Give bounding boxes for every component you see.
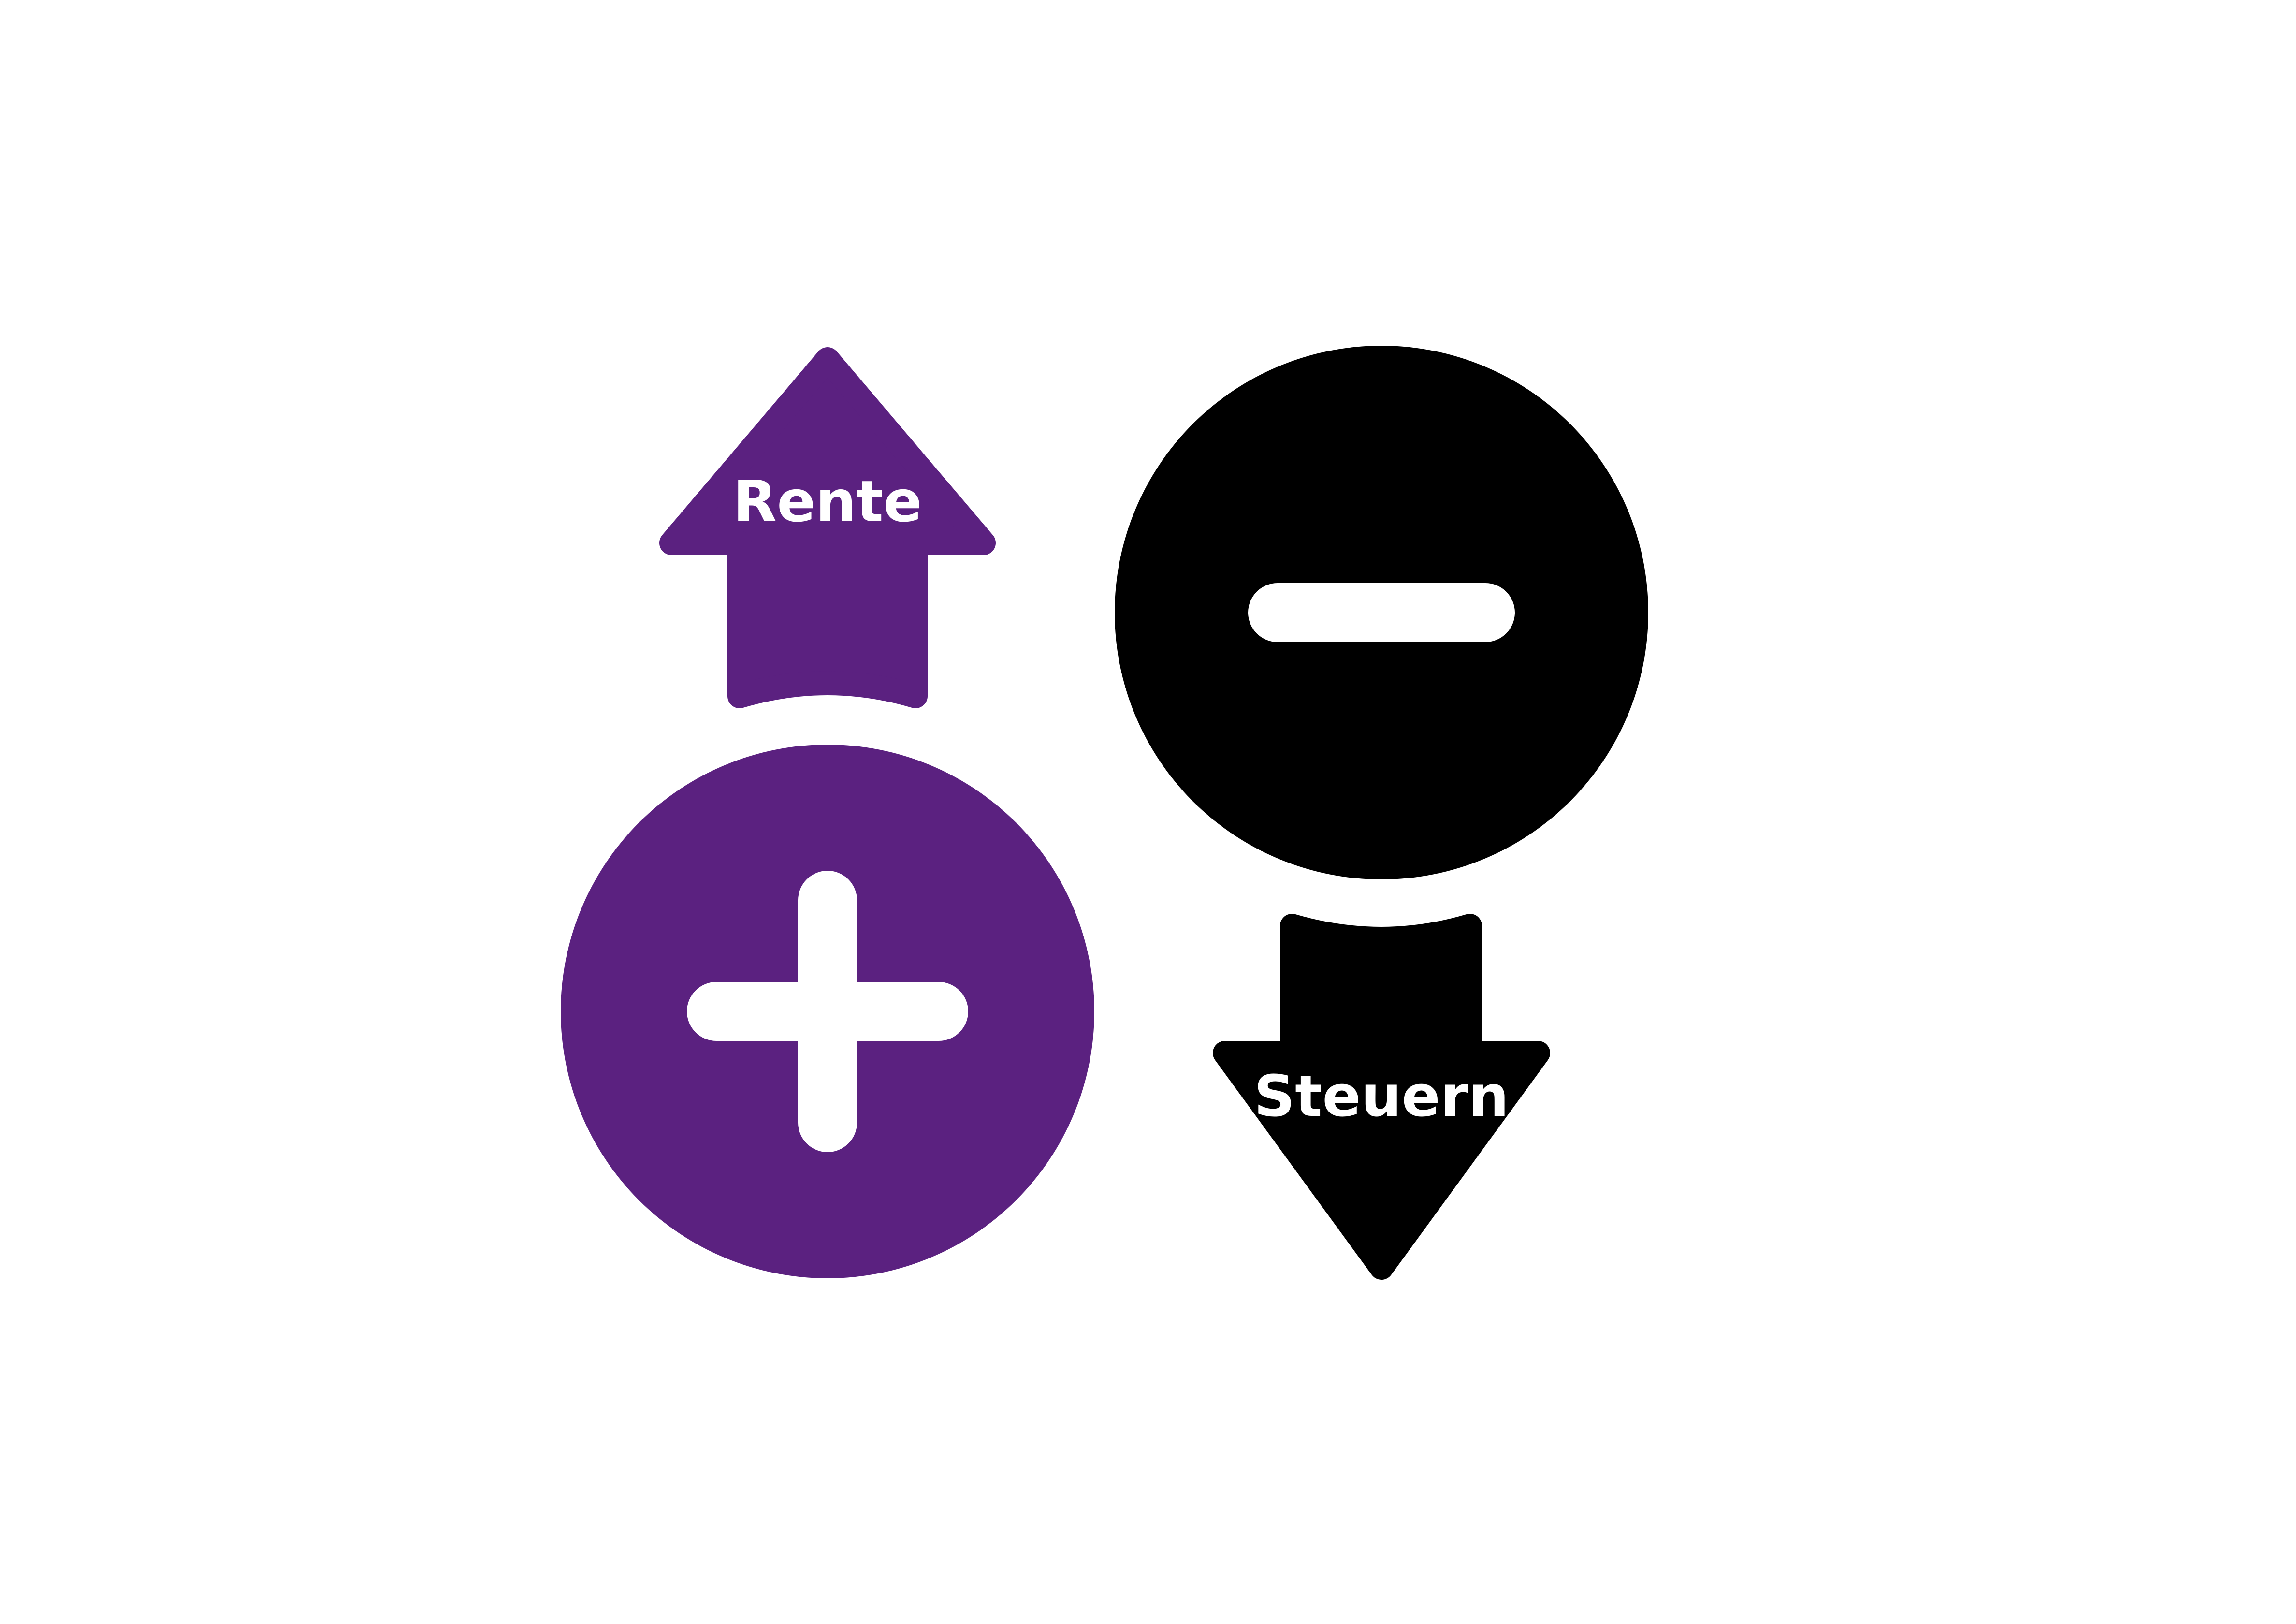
plus-icon [687, 871, 968, 1152]
rente-arrow: Rente [659, 347, 996, 708]
plus-circle [561, 745, 1094, 1278]
rente-label: Rente [733, 468, 922, 535]
rente-arrow-shape [659, 347, 996, 708]
minus-circle [1115, 346, 1648, 879]
steuern-arrow-shape [1213, 914, 1550, 1280]
steuern-label: Steuern [1254, 1063, 1509, 1129]
steuern-arrow: Steuern [1213, 914, 1550, 1280]
